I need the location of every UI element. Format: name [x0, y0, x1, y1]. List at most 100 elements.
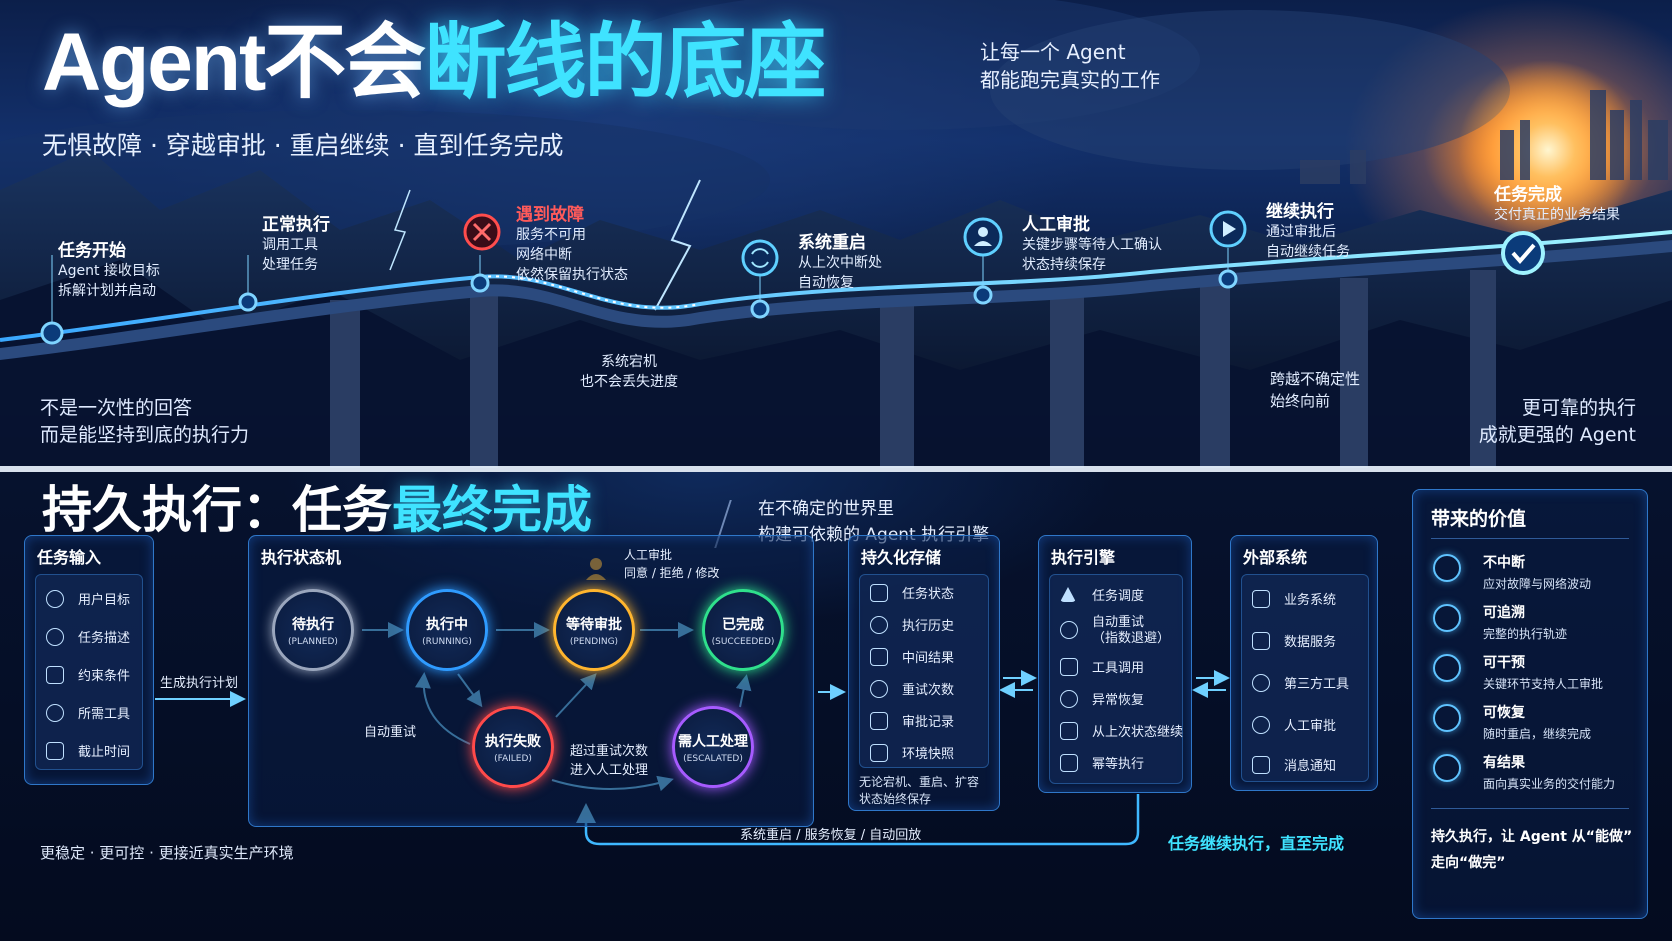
- milestone-dots: [40, 248, 1238, 345]
- state-name: 已完成: [722, 616, 764, 633]
- bridge-deck: [0, 240, 1672, 360]
- state-code: (PLANNED): [288, 636, 338, 647]
- cloud: [990, 10, 1510, 170]
- list-item: 中间结果: [870, 647, 954, 666]
- play-icon: [1209, 210, 1247, 248]
- milestone-desc: 通过审批后: [1266, 224, 1336, 240]
- error-icon: [463, 213, 501, 251]
- hero-subtitle: 无惧故障 · 穿越审批 · 重启继续 · 直到任务完成: [42, 131, 564, 160]
- history-icon: [870, 615, 888, 634]
- milestone-running: 正常执行 调用工具 处理任务: [262, 210, 330, 275]
- milestone-desc: 从上次中断处: [798, 255, 882, 271]
- approval-label-line: 同意 / 拒绝 / 修改: [624, 566, 720, 580]
- note-crash: 系统宕机 也不会丢失进度: [580, 352, 678, 392]
- item-label: 第三方工具: [1284, 677, 1350, 692]
- state-failed: 执行失败(FAILED): [472, 706, 554, 788]
- milestone-desc: 调用工具: [262, 237, 318, 253]
- storage-note-line: 无论宕机、重启、扩容: [859, 775, 980, 789]
- value-item: 不中断应对故障与网络波动: [1433, 552, 1591, 592]
- list-item: 用户目标: [46, 589, 130, 608]
- note-line: 始终向前: [1270, 392, 1331, 410]
- escalate-label-line: 进入人工处理: [570, 763, 649, 778]
- panel-title: 任务输入: [37, 548, 102, 567]
- list-item: 第三方工具: [1252, 673, 1349, 692]
- recovery-icon: [1060, 689, 1078, 708]
- list-item: 截止时间: [46, 741, 130, 760]
- milestone-desc: 状态持续保存: [1022, 257, 1106, 273]
- item-label: 任务描述: [78, 631, 131, 646]
- state-code: (RUNNING): [422, 636, 472, 647]
- clock-icon: [46, 703, 64, 722]
- hero-title-white: Agent不会: [42, 17, 426, 108]
- city-skyline: [1300, 90, 1668, 184]
- milestone-title: 正常执行: [262, 215, 330, 235]
- value-item: 可干预关键环节支持人工审批: [1433, 652, 1603, 692]
- result-bell-icon: [1433, 754, 1461, 782]
- milestone-title: 继续执行: [1266, 202, 1334, 222]
- state-pending: 等待审批(PENDING): [553, 589, 635, 671]
- list-item: 异常恢复: [1060, 689, 1144, 708]
- lightning: [389, 189, 411, 271]
- intervene-icon: [1433, 654, 1461, 682]
- item-label: 从上次状态继续: [1092, 725, 1184, 740]
- item-label: 中间结果: [902, 651, 955, 666]
- list-item: 约束条件: [46, 665, 130, 684]
- list-item: 执行历史: [870, 615, 954, 634]
- panel-title: 持久化存储: [861, 548, 942, 567]
- escalate-label: 超过重试次数 进入人工处理: [570, 742, 648, 780]
- person-icon: [1252, 715, 1270, 734]
- state-code: (SUCCEEDED): [711, 636, 775, 647]
- list-item: 任务描述: [46, 627, 130, 646]
- milestone-approval: 人工审批 关键步骤等待人工确认 状态持续保存: [1022, 210, 1162, 275]
- item-label: 重试次数: [902, 683, 955, 698]
- task-input-panel: 任务输入 用户目标 任务描述 约束条件 所需工具 截止时间: [24, 535, 154, 785]
- list-item: 工具调用: [1060, 657, 1144, 676]
- scheduler-icon: [1060, 587, 1076, 602]
- progress-path: [0, 230, 1672, 342]
- storage-note: 无论宕机、重启、扩容 状态始终保存: [859, 774, 979, 808]
- note-line: 系统宕机: [601, 354, 657, 370]
- third-party-tool-icon: [1252, 673, 1270, 692]
- item-label: 约束条件: [78, 669, 131, 684]
- user-icon: [46, 589, 64, 608]
- external-list: 业务系统 数据服务 第三方工具 人工审批 消息通知: [1241, 574, 1369, 782]
- milestone-complete: 任务完成 交付真正的业务结果: [1494, 180, 1620, 225]
- item-label: 执行历史: [902, 619, 955, 634]
- state-running: 执行中(RUNNING): [406, 589, 488, 671]
- milestone-desc: 自动继续任务: [1266, 244, 1350, 260]
- escalate-label-line: 超过重试次数: [570, 744, 649, 759]
- engine-panel: 执行引擎 任务调度 自动重试 （指数退避） 工具调用 异常恢复 从上次状态继续 …: [1038, 535, 1192, 793]
- item-label: 截止时间: [78, 745, 131, 760]
- document-icon: [46, 665, 64, 684]
- value-summary-line: 走向“做完”: [1431, 855, 1506, 871]
- milestone-title: 系统重启: [798, 233, 866, 253]
- list-item: 任务状态: [870, 583, 954, 602]
- item-label: 人工审批: [1284, 719, 1337, 734]
- quote-left: 不是一次性的回答 而是能坚持到底的执行力: [40, 395, 249, 449]
- approval-label-line: 人工审批: [624, 548, 673, 562]
- milestone-title: 人工审批: [1022, 215, 1090, 235]
- value-desc: 关键环节支持人工审批: [1483, 677, 1604, 691]
- item-label: 消息通知: [1284, 759, 1337, 774]
- milestone-continue: 继续执行 通过审批后 自动继续任务: [1266, 197, 1350, 262]
- state-code: (ESCALATED): [683, 753, 743, 764]
- item-label: 业务系统: [1284, 593, 1337, 608]
- milestone-failure: 遇到故障 服务不可用 网络中断 依然保留执行状态: [516, 200, 628, 285]
- quote-line: 不是一次性的回答: [40, 397, 193, 419]
- milestone-start: 任务开始 Agent 接收目标 拆解计划并启动: [58, 236, 160, 301]
- recovery-loop: [576, 794, 1140, 846]
- quote-line: 成就更强的 Agent: [1478, 424, 1636, 446]
- milestone-desc: 依然保留执行状态: [516, 267, 628, 283]
- bell-icon: [1252, 755, 1270, 774]
- calendar-icon: [46, 741, 64, 760]
- state-code: (FAILED): [494, 753, 532, 764]
- state-name: 等待审批: [566, 616, 622, 633]
- state-name: 待执行: [292, 616, 334, 633]
- item-label: 任务调度: [1092, 589, 1145, 604]
- resume-icon: [1060, 721, 1078, 740]
- auto-retry-icon: [1060, 621, 1078, 639]
- shield-icon: [1433, 554, 1461, 582]
- continue-label: 任务继续执行，直至完成: [1168, 834, 1345, 853]
- hero-title: Agent不会断线的底座: [42, 22, 826, 104]
- milestone-title: 遇到故障: [516, 205, 584, 225]
